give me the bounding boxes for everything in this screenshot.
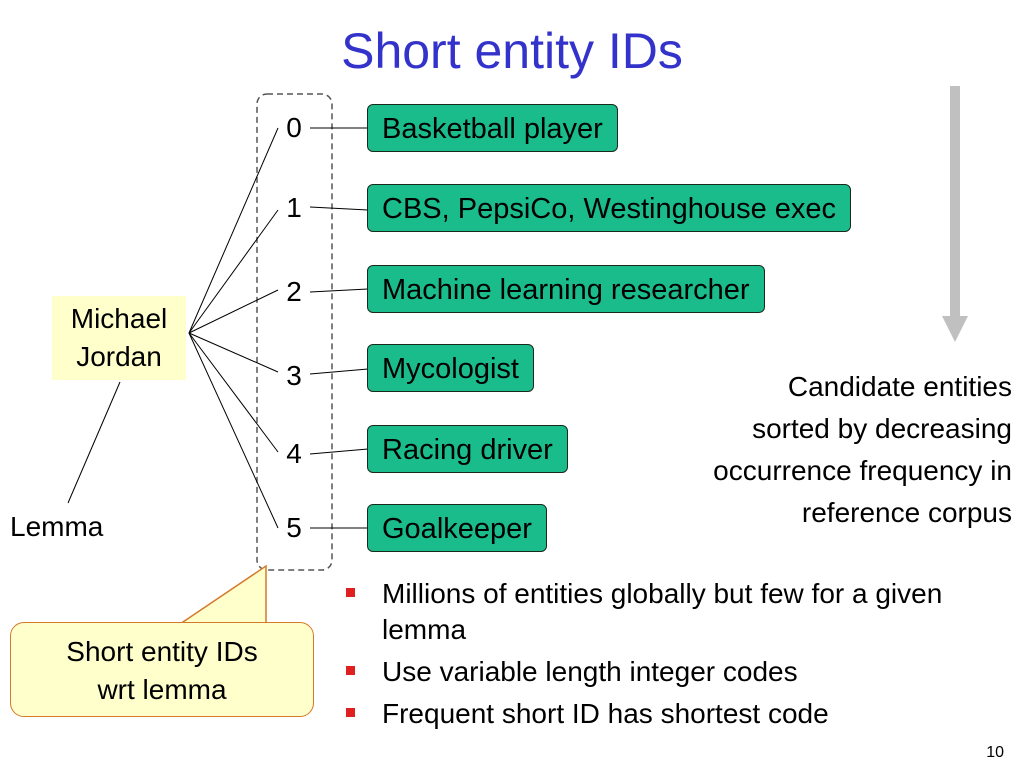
entity-id-2: 2 (286, 276, 302, 307)
entity-box-3: Mycologist (367, 344, 534, 392)
lemma-pointer-line (67, 381, 121, 504)
link-line-3 (309, 368, 369, 375)
sort-arrow-icon (942, 86, 968, 342)
fan-line-2 (188, 289, 279, 334)
page-number: 10 (986, 744, 1004, 761)
bullet-square-icon (346, 666, 355, 675)
lemma-name-line-2: Jordan (76, 341, 162, 372)
fan-line-5 (188, 332, 279, 529)
lemma-label: Lemma (10, 511, 104, 542)
bullet-square-icon (346, 588, 355, 597)
lemma-box: Michael Jordan (52, 296, 186, 380)
fan-line-1 (188, 209, 279, 334)
sorted-note-line-2: sorted by decreasing (752, 413, 1012, 444)
link-line-2 (309, 288, 369, 293)
sorted-note-line-1: Candidate entities (787, 371, 1012, 402)
fan-line-4 (188, 332, 279, 453)
bullet-item: Frequent short ID has shortest code (344, 696, 1004, 732)
link-line-4 (309, 448, 369, 455)
entity-box-2: Machine learning researcher (367, 265, 765, 313)
callout-tail (177, 564, 267, 625)
entity-id-0: 0 (286, 112, 302, 143)
fan-line-0 (188, 127, 279, 334)
callout-line-1: Short entity IDs (66, 636, 258, 667)
bullet-text: Use variable length integer codes (382, 656, 798, 687)
entity-box-4: Racing driver (367, 425, 568, 473)
slide-title: Short entity IDs (341, 23, 683, 79)
lemma-name-line-1: Michael (70, 303, 168, 334)
entity-box-5: Goalkeeper (367, 504, 547, 552)
entity-box-1: CBS, PepsiCo, Westinghouse exec (367, 184, 852, 232)
entity-id-4: 4 (286, 438, 302, 469)
sorted-note-line-3: occurrence frequency in (713, 455, 1012, 486)
bullet-square-icon (346, 708, 355, 717)
bullet-text: Millions of entities globally but few fo… (382, 578, 943, 645)
bullet-item: Use variable length integer codes (344, 654, 1004, 690)
entity-box-0: Basketball player (367, 104, 618, 152)
bullet-item: Millions of entities globally but few fo… (344, 576, 1004, 648)
bullet-text: Frequent short ID has shortest code (382, 698, 829, 729)
sorted-note: Candidate entities sorted by decreasing … (632, 366, 1012, 534)
callout-box: Short entity IDs wrt lemma (10, 622, 314, 717)
entity-id-3: 3 (286, 360, 302, 391)
fan-line-3 (188, 332, 279, 373)
link-line-1 (309, 206, 369, 211)
sorted-note-line-4: reference corpus (801, 497, 1012, 528)
bullet-list: Millions of entities globally but few fo… (344, 576, 1004, 738)
entity-id-1: 1 (286, 192, 302, 223)
id-group-box (256, 93, 333, 571)
entity-id-5: 5 (286, 512, 302, 543)
callout-line-2: wrt lemma (97, 674, 227, 705)
